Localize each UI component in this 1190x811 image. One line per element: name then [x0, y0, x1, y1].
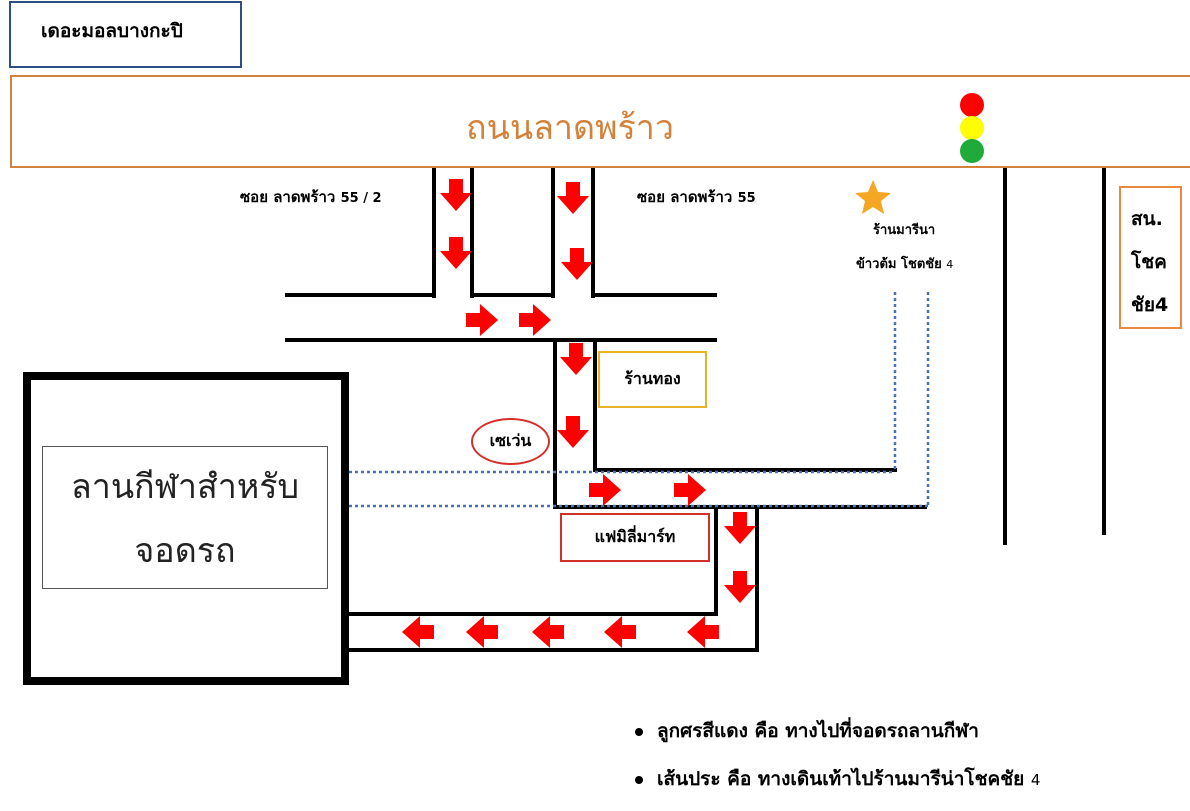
- arrow-down-icon: [557, 182, 589, 214]
- arrow-left-icon: [604, 616, 636, 648]
- arrow-down-icon: [440, 179, 472, 211]
- traffic-red-light: [960, 93, 984, 117]
- sports-ground-parking: [23, 372, 349, 685]
- arrow-left-icon: [402, 616, 434, 648]
- soi-55-number: 55: [737, 191, 756, 206]
- bullet-icon: [635, 775, 643, 784]
- arrow-down-icon: [560, 343, 592, 375]
- arrow-down-icon: [557, 416, 589, 448]
- lat-phrao-road: [10, 75, 1190, 168]
- marina-restaurant-name: ร้านมารีนา: [873, 223, 936, 238]
- soi-55-name: ซอย ลาดพร้าว: [637, 188, 733, 206]
- star-icon: [855, 180, 891, 214]
- legend-dotted-text: เส้นประ คือ ทางเดินเท้าไปร้านมารีน่าโชคช…: [657, 768, 1025, 790]
- marina-restaurant-sub: ข้าวต้ม โชตชัย 4: [856, 253, 953, 274]
- traffic-yellow-light: [960, 116, 984, 140]
- main-road-title: ถนนลาดพร้าว: [466, 108, 674, 148]
- family-mart: แฟมิลี่มาร์ท: [560, 513, 710, 562]
- traffic-light-icon: [960, 93, 986, 165]
- arrow-left-icon: [687, 616, 719, 648]
- arrow-right-icon: [589, 474, 621, 506]
- parking-label-line1: ลานกีฬาสำหรับ: [70, 467, 300, 507]
- legend-dotted-number: 4: [1030, 771, 1041, 789]
- traffic-green-light: [960, 139, 984, 163]
- legend-arrow-text: ลูกศรสีแดง คือ ทางไปที่จอดรถลานกีฬา: [657, 720, 979, 742]
- parking-label-line2: จอดรถ: [134, 531, 236, 571]
- arrow-down-icon: [561, 248, 593, 280]
- marina-sub-number: 4: [946, 258, 954, 271]
- arrow-right-icon: [674, 474, 706, 506]
- seven-eleven: เซเว่น: [471, 418, 550, 465]
- soi-55-label: ซอย ลาดพร้าว 55: [637, 185, 756, 209]
- arrow-right-icon: [466, 304, 498, 336]
- legend-item-dotted: เส้นประ คือ ทางเดินเท้าไปร้านมารีน่าโชคช…: [635, 764, 1175, 794]
- chokchai4-police-station: สน. โชค ชัย4: [1119, 186, 1182, 329]
- arrow-left-icon: [532, 616, 564, 648]
- police-line1: สน.: [1131, 208, 1163, 230]
- marina-sub-text: ข้าวต้ม โชตชัย: [856, 257, 942, 272]
- gold-shop: ร้านทอง: [598, 351, 707, 408]
- arrow-down-icon: [724, 512, 756, 544]
- arrow-down-icon: [724, 571, 756, 603]
- soi-55-2-label: ซอย ลาดพร้าว 55 / 2: [240, 185, 382, 209]
- the-mall-bangkapi-label: เดอะมอลบางกะปิ: [9, 1, 242, 68]
- parking-label: ลานกีฬาสำหรับ จอดรถ: [42, 446, 328, 589]
- arrow-right-icon: [519, 304, 551, 336]
- arrow-left-icon: [466, 616, 498, 648]
- soi-55-2-name: ซอย ลาดพร้าว: [240, 188, 336, 206]
- arrow-down-icon: [440, 237, 472, 269]
- legend-item-arrow: ลูกศรสีแดง คือ ทางไปที่จอดรถลานกีฬา: [635, 716, 1175, 746]
- police-line3: ชัย4: [1131, 294, 1169, 316]
- soi-55-2-number: 55 / 2: [340, 191, 382, 206]
- police-line2: โชค: [1131, 251, 1167, 273]
- bullet-icon: [635, 727, 643, 736]
